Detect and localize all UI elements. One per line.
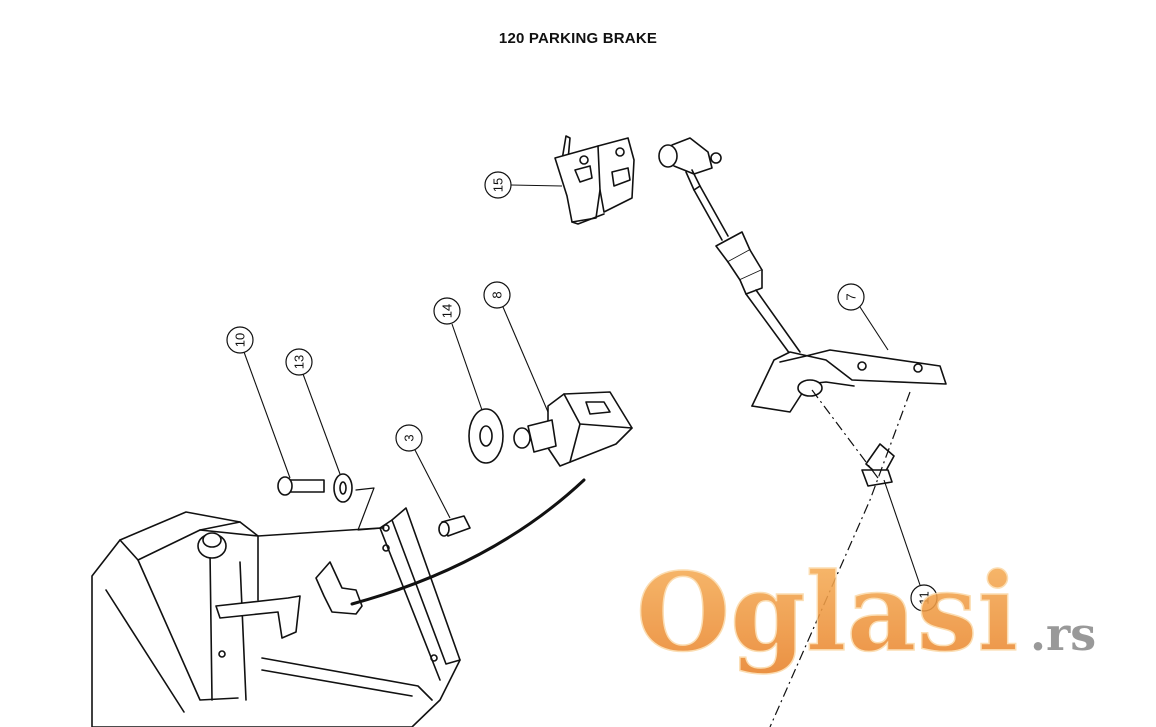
leader-3 [414, 449, 451, 519]
svg-text:Oglasi: Oglasi [636, 550, 1018, 676]
svg-text:14: 14 [440, 304, 455, 318]
guide-line-2 [769, 391, 911, 727]
callout-3: 3 [395, 424, 423, 452]
leader-14 [451, 323, 483, 411]
svg-text:3: 3 [402, 434, 417, 441]
svg-text:11: 11 [917, 591, 932, 605]
pedal-assembly [91, 507, 461, 727]
callout-11: 11 [910, 584, 938, 612]
part-8-switch [513, 391, 633, 467]
svg-text:10: 10 [233, 333, 248, 347]
callout-15: 15 [484, 171, 512, 199]
part-10-bolt [277, 476, 325, 496]
part-3-nut [438, 515, 471, 537]
callout-8: 8 [483, 281, 511, 309]
leader-8 [502, 306, 549, 413]
callout-10: 10 [226, 326, 254, 354]
leader-7 [859, 306, 889, 351]
callout-14: 14 [433, 297, 461, 325]
callout-13: 13 [285, 348, 313, 376]
svg-text:13: 13 [292, 355, 307, 369]
part-15-bracket [554, 135, 635, 225]
leader-13 [302, 373, 341, 475]
part-7-cable-bracket [658, 137, 947, 413]
leader-11 [883, 479, 921, 586]
guide-line-1 [811, 389, 879, 479]
leader-15 [510, 184, 563, 187]
callout-7: 7 [837, 283, 865, 311]
part-14-washer [468, 408, 504, 464]
brake-cable [350, 478, 586, 606]
part-11-bolt [861, 443, 895, 487]
oglasi-watermark-logo: Oglasi .rs [635, 549, 1096, 677]
svg-text:15: 15 [491, 178, 506, 192]
svg-text:.rs: .rs [1030, 607, 1096, 661]
svg-text:8: 8 [490, 291, 505, 298]
bolt-guide-line [355, 487, 385, 531]
diagram-title: 120 PARKING BRAKE [498, 30, 658, 47]
svg-text:7: 7 [844, 293, 859, 300]
leader-10 [243, 351, 291, 479]
part-13-washer [333, 473, 353, 503]
